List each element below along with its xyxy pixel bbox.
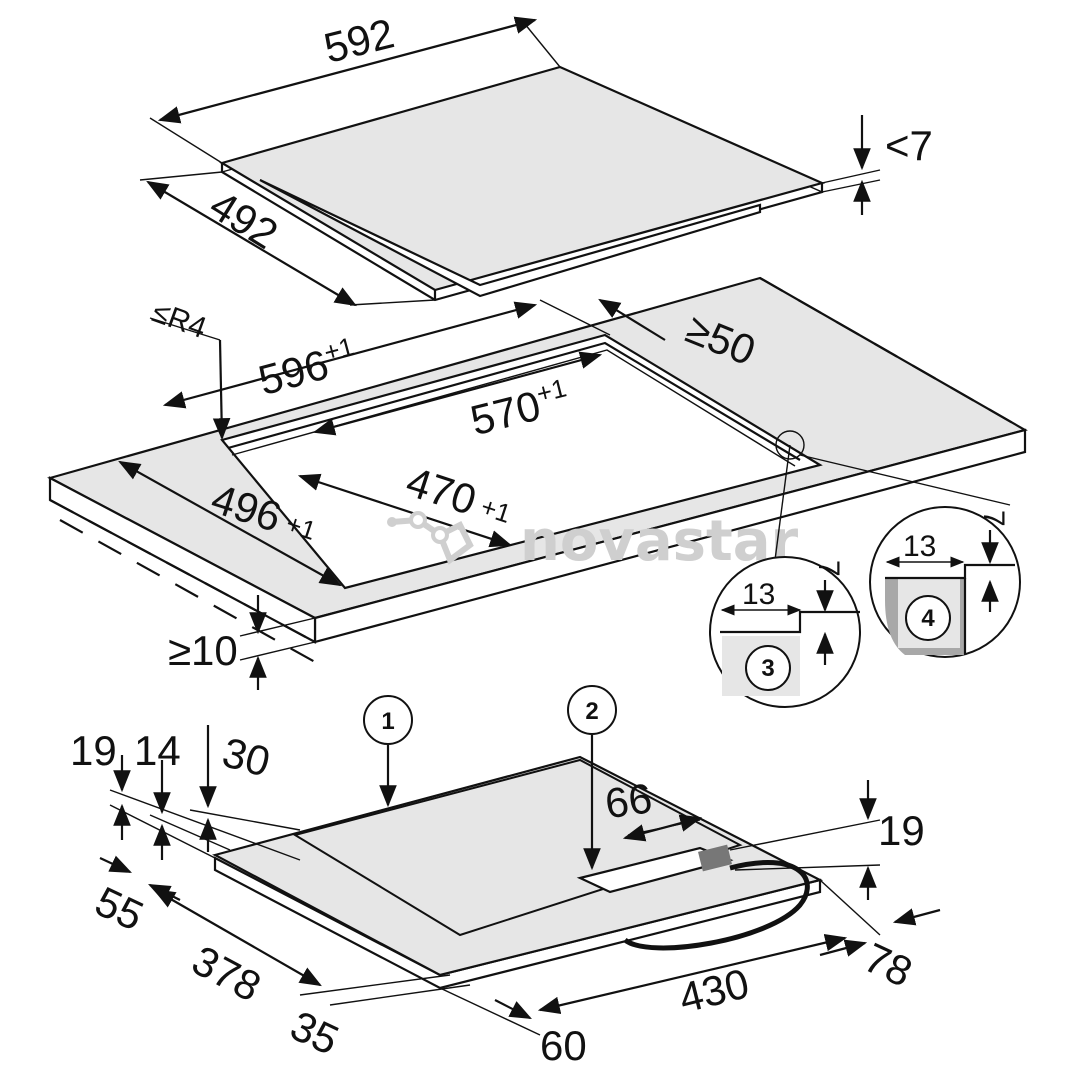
callout-1-number: 1: [381, 708, 394, 735]
callout-2-number: 2: [585, 698, 598, 725]
watermark-logo: novastar: [387, 509, 799, 574]
detail-3-depth: 7: [812, 560, 845, 577]
detail-4-number: 4: [921, 605, 935, 632]
label-right-19: 19: [878, 807, 925, 854]
watermark-text: novastar: [520, 509, 799, 574]
label-10: ≥10: [168, 627, 238, 674]
callout-1: 1: [363, 695, 413, 808]
detail-3-number: 3: [761, 655, 774, 682]
label-left-14: 14: [134, 727, 181, 774]
label-592: 592: [319, 9, 398, 72]
detail-3: 13 7 3: [709, 430, 861, 708]
label-left-30: 30: [218, 728, 275, 785]
dimension-thickness: <7: [821, 115, 933, 215]
dimension-10: ≥10: [168, 595, 316, 690]
label-596: 596+1: [253, 331, 362, 404]
label-55: 55: [88, 877, 150, 939]
dimension-78: 78: [819, 879, 941, 996]
hob-glass-top: [219, 65, 826, 302]
label-430: 430: [674, 959, 753, 1022]
hob-bottom: [212, 755, 824, 990]
detail-4-width: 13: [903, 530, 936, 563]
dimension-radius: ≤R4: [148, 295, 231, 441]
label-66: 66: [602, 774, 655, 827]
label-radius: ≤R4: [148, 295, 211, 345]
dimension-66: 66: [602, 774, 703, 842]
callout-2: 2: [567, 685, 617, 871]
dimension-19-right: 19: [729, 780, 925, 900]
detail-4: 13 7 4: [799, 454, 1021, 658]
dimension-60: 60: [439, 987, 587, 1069]
dimension-left-stack: 19 14 30: [70, 725, 301, 861]
dimension-55: 55: [88, 855, 181, 940]
detail-3-width: 13: [742, 578, 775, 611]
label-35: 35: [284, 1002, 346, 1064]
label-left-19: 19: [70, 727, 117, 774]
detail-4-depth: 7: [977, 510, 1010, 527]
label-78: 78: [857, 934, 919, 996]
label-thickness: <7: [885, 122, 933, 169]
label-60: 60: [540, 1022, 587, 1069]
